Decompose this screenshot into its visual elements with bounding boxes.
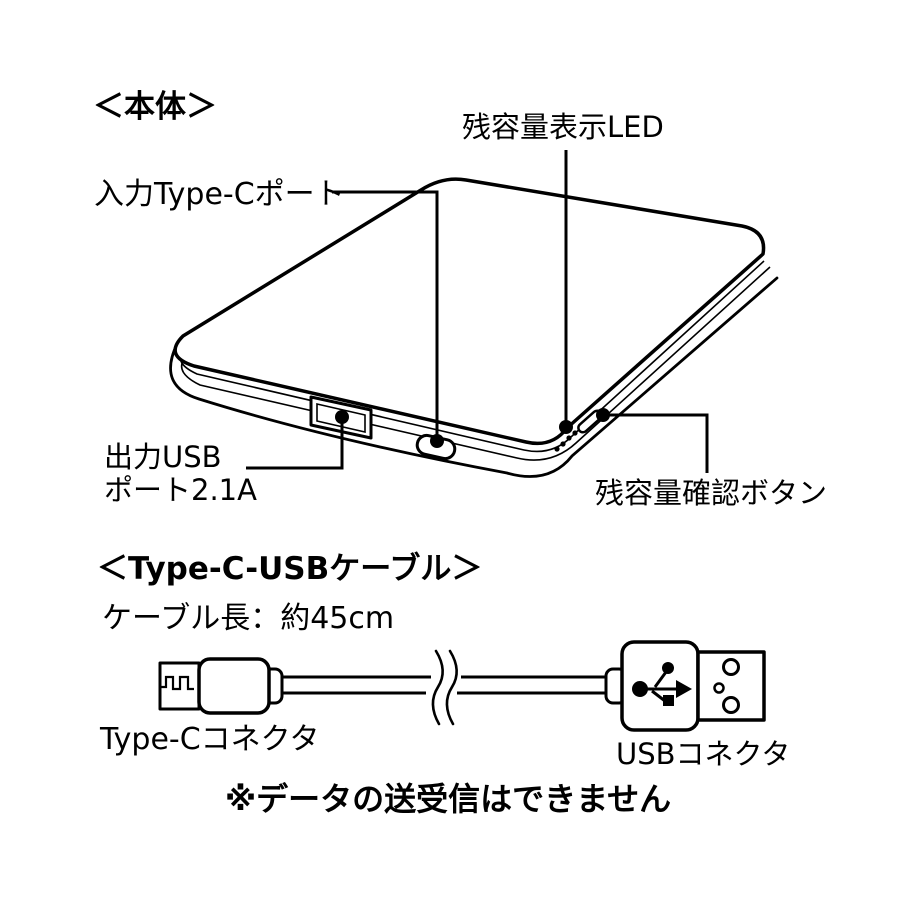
label-cable-length: ケーブル長：約45cm (102, 601, 395, 636)
power-bank-drawing (169, 177, 779, 478)
leader-line-input-port (332, 190, 444, 448)
leader-line-output-port (246, 410, 349, 470)
leader-line-led (559, 150, 573, 434)
battery-led-dots (554, 430, 578, 452)
note-no-data-transfer: ※データの送受信はできません (225, 780, 672, 818)
type-c-plug-body (197, 657, 271, 715)
cable-wire-right (457, 675, 612, 695)
usb-metal-shell (696, 650, 766, 722)
section-title-cable: ＜Type-C-USBケーブル＞ (97, 551, 483, 587)
device-bottom-contour (169, 276, 779, 478)
label-type-c-connector: Type-Cコネクタ (100, 722, 320, 757)
cable-wire-left (282, 675, 431, 695)
device-seam-line-lower (180, 266, 771, 461)
device-top-face (173, 177, 766, 446)
label-output-usb-line1: 出力USB (104, 440, 222, 474)
cable-type-c-connector (158, 657, 284, 715)
usb-shell-holes (713, 658, 740, 714)
cable-break-icon (431, 649, 458, 726)
label-output-usb-port: 出力USB ポート2.1A (104, 440, 257, 508)
section-title-main-unit: ＜本体＞ (93, 89, 217, 125)
type-c-plug-pattern (160, 675, 194, 691)
cable-usb-connector (604, 640, 766, 732)
label-check-button: 残容量確認ボタン (595, 476, 828, 510)
leader-line-check-button (596, 408, 709, 473)
usb-trident-icon (632, 662, 692, 706)
label-usb-connector: USBコネクタ (616, 737, 791, 771)
cable-drawing (158, 640, 766, 732)
label-input-type-c-port: 入力Type-Cポート (94, 177, 345, 212)
label-battery-led: 残容量表示LED (462, 110, 664, 144)
label-output-usb-line2: ポート2.1A (104, 473, 257, 508)
